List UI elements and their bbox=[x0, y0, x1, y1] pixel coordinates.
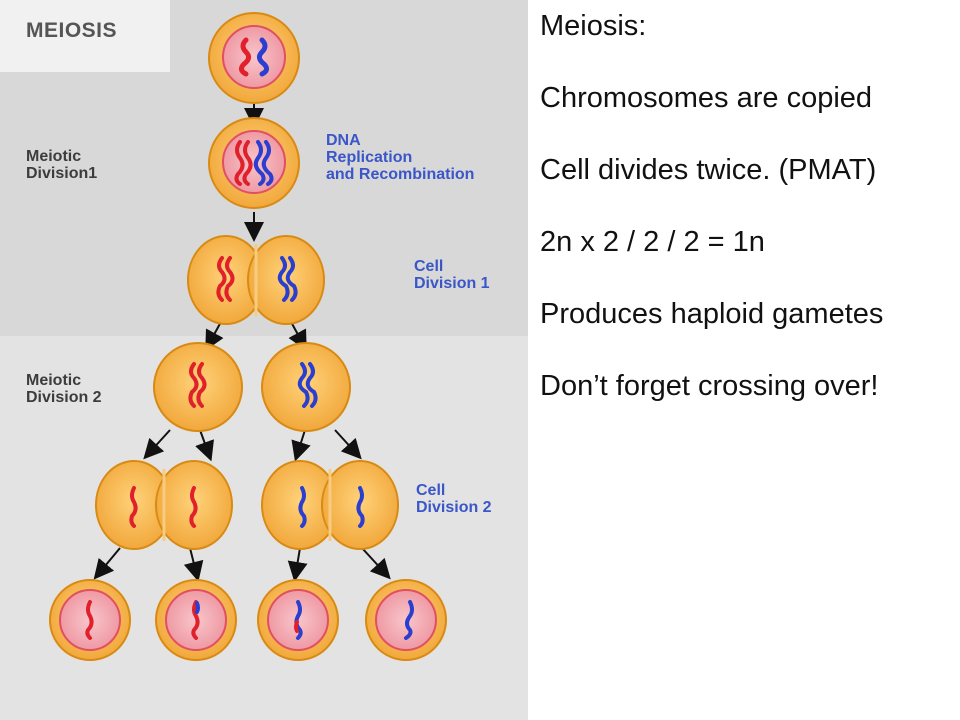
parent-nucleus bbox=[222, 25, 286, 89]
chromatid-red-1 bbox=[234, 140, 245, 186]
chromatid-blue-1 bbox=[253, 140, 266, 186]
note-line: Cell divides twice. (PMAT) bbox=[540, 154, 877, 186]
chromosome-red bbox=[238, 37, 252, 77]
note-line: Chromosomes are copied bbox=[540, 82, 873, 114]
division-2-pair-left bbox=[95, 460, 233, 550]
stage-label-meiotic-division-2: Meiotic Division 2 bbox=[26, 372, 102, 406]
step-label-cell-division-1: Cell Division 1 bbox=[414, 258, 490, 292]
arrow-gamete-3 bbox=[287, 547, 308, 582]
replicated-cell bbox=[208, 117, 300, 209]
arrow-left-cell-left bbox=[143, 429, 171, 460]
arrow-right-cell-left bbox=[291, 429, 311, 462]
chromatid-blue-2 bbox=[261, 140, 274, 186]
arrow-gamete-2 bbox=[183, 547, 204, 582]
arrow-gamete-4 bbox=[361, 547, 391, 580]
step-label-cell-division-2: Cell Division 2 bbox=[416, 482, 492, 516]
diagram-title-box bbox=[0, 0, 170, 72]
division-2-cell-left bbox=[153, 342, 243, 432]
chromosome-blue-pair bbox=[277, 256, 298, 302]
chromosome-blue bbox=[256, 37, 270, 77]
arrow-left-cell-right bbox=[195, 429, 214, 462]
diagram-title: MEIOSIS bbox=[26, 19, 118, 42]
arrow-right-cell-right bbox=[334, 429, 362, 460]
chromatid-red-2 bbox=[242, 140, 253, 186]
division-1-pair bbox=[187, 235, 325, 325]
meiosis-diagram-panel: MEIOSIS Meiotic Division1 Meiotic Divisi… bbox=[0, 0, 528, 720]
meiosis-illustration bbox=[49, 12, 447, 661]
gamete-2 bbox=[155, 579, 237, 661]
step-label-dna-replication: DNA Replication and Recombination bbox=[326, 132, 475, 183]
note-line: Produces haploid gametes bbox=[540, 298, 884, 330]
meiosis-notes: Meiosis: Chromosomes are copied Cell div… bbox=[540, 8, 950, 440]
arrow-gamete-1 bbox=[93, 547, 121, 580]
chromosome-red-pair bbox=[216, 256, 235, 302]
arrows bbox=[93, 104, 391, 582]
note-line: 2n x 2 / 2 / 2 = 1n bbox=[540, 226, 765, 258]
gamete-3 bbox=[257, 579, 339, 661]
division-2-cell-right bbox=[261, 342, 351, 432]
parent-cell bbox=[208, 12, 300, 104]
stage-label-meiotic-division-1: Meiotic Division1 bbox=[26, 148, 98, 182]
gamete-4 bbox=[365, 579, 447, 661]
note-line: Don’t forget crossing over! bbox=[540, 370, 879, 402]
notes-heading: Meiosis: bbox=[540, 10, 647, 42]
division-2-pair-right bbox=[261, 460, 399, 550]
gamete-1 bbox=[49, 579, 131, 661]
